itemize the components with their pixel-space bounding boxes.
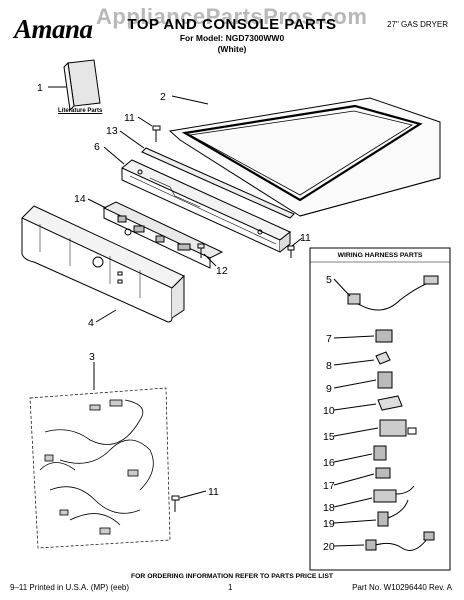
page-title: TOP AND CONSOLE PARTS — [127, 16, 337, 33]
harness-part-15[interactable] — [379, 419, 417, 437]
leader-line — [333, 359, 375, 366]
leader-line — [137, 116, 153, 127]
leader-line — [333, 278, 351, 297]
console-frame[interactable] — [121, 159, 291, 253]
callout-18: 18 — [323, 502, 335, 514]
callout-4: 4 — [88, 317, 94, 329]
harness-part-10[interactable] — [377, 395, 403, 411]
watermark-text: AppliancePartsPros.com — [96, 4, 368, 29]
brand-logo: Amana — [14, 14, 93, 44]
callout-11-bottom: 11 — [208, 486, 219, 498]
harness-part-7[interactable] — [375, 329, 393, 343]
callout-6: 6 — [94, 141, 100, 153]
leader-line — [333, 497, 373, 508]
leader-line — [333, 473, 375, 486]
page-number: 1 — [228, 583, 233, 592]
harness-part-18[interactable] — [373, 485, 415, 503]
screw-11-top[interactable] — [152, 125, 161, 142]
callout-10: 10 — [323, 405, 335, 417]
leader-line — [333, 519, 377, 524]
screw-11-bottom[interactable] — [171, 495, 180, 512]
callout-19: 19 — [323, 518, 335, 530]
main-wiring-harness[interactable] — [39, 399, 154, 535]
callout-11-top: 11 — [124, 112, 135, 124]
callout-8: 8 — [326, 360, 332, 372]
callout-12: 12 — [216, 265, 228, 277]
part-number: Part No. W10296440 Rev. A — [352, 583, 452, 592]
harness-part-5[interactable] — [347, 275, 439, 311]
wiring-harness-box — [309, 247, 451, 571]
leader-line — [203, 253, 217, 267]
callout-16: 16 — [323, 457, 335, 469]
leader-line — [87, 198, 107, 209]
callout-7: 7 — [326, 333, 332, 345]
leader-line — [95, 309, 117, 323]
leader-line — [103, 146, 125, 165]
leader-line — [179, 490, 207, 499]
callout-5: 5 — [326, 274, 332, 286]
wiring-harness-title: WIRING HARNESS PARTS — [337, 252, 423, 259]
leader-line — [333, 427, 379, 437]
leader-line — [291, 237, 303, 247]
product-type: 27" GAS DRYER — [387, 20, 448, 29]
literature-parts-label: Literature Parts — [58, 108, 103, 114]
top-panel[interactable] — [168, 97, 441, 217]
callout-13: 13 — [106, 125, 118, 137]
callout-1: 1 — [37, 82, 43, 94]
color-line: (White) — [217, 44, 247, 54]
harness-part-8[interactable] — [375, 351, 391, 365]
leader-line — [171, 95, 209, 105]
callout-20: 20 — [323, 541, 335, 553]
harness-boundary — [29, 387, 171, 549]
callout-15: 15 — [323, 431, 335, 443]
harness-part-19[interactable] — [377, 499, 409, 527]
print-info: 9–11 Printed in U.S.A. (MP) (eeb) — [10, 583, 130, 592]
console-bracket[interactable] — [141, 147, 295, 219]
model-line: For Model: NGD7300WW0 — [179, 33, 285, 43]
leader-line — [333, 379, 377, 389]
callout-9: 9 — [326, 383, 332, 395]
leader-line — [119, 130, 145, 149]
literature-booklet[interactable] — [63, 59, 101, 112]
ordering-info: FOR ORDERING INFORMATION REFER TO PARTS … — [130, 573, 334, 580]
electronic-control-board[interactable] — [102, 201, 224, 269]
harness-part-20[interactable] — [365, 531, 435, 551]
screw-12[interactable] — [197, 243, 205, 258]
leader-line — [333, 544, 365, 547]
callout-2: 2 — [160, 91, 166, 103]
leader-line — [333, 403, 377, 411]
harness-part-9[interactable] — [377, 371, 393, 389]
callout-3: 3 — [89, 351, 95, 363]
leader-line — [333, 335, 375, 339]
callout-14: 14 — [74, 193, 86, 205]
leader-line — [333, 453, 373, 463]
callout-17: 17 — [323, 480, 335, 492]
callout-11-right: 11 — [300, 232, 311, 244]
harness-part-17[interactable] — [375, 467, 391, 479]
console-panel[interactable] — [21, 205, 185, 323]
harness-part-16[interactable] — [373, 445, 387, 461]
screw-11-right[interactable] — [287, 245, 295, 258]
